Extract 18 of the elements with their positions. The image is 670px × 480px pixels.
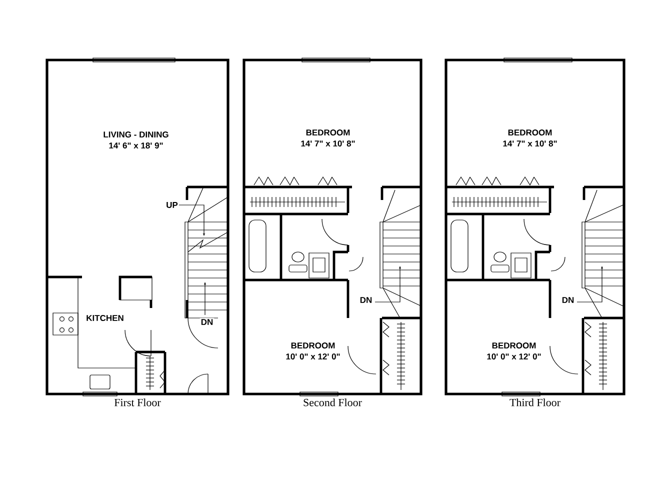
room-name: BEDROOM: [508, 130, 552, 136]
room-size: 10' 0" x 12' 0": [487, 354, 541, 360]
room-size: 10' 0" x 12' 0": [286, 354, 340, 360]
room-name: BEDROOM: [291, 342, 335, 348]
room-name: BEDROOM: [306, 130, 350, 136]
stair-label: DN: [201, 319, 213, 325]
room-size: 14' 6" x 18' 9": [109, 142, 163, 148]
floor-caption: Third Floor: [510, 398, 560, 406]
room-name: KITCHEN: [86, 315, 124, 321]
room-size: 14' 7" x 10' 8": [301, 140, 355, 146]
stair-label: DN: [360, 297, 372, 303]
floor-caption: Second Floor: [304, 398, 362, 406]
room-name: BEDROOM: [492, 342, 536, 348]
room-name: LIVING - DINING: [104, 132, 168, 138]
floor-caption: First Floor: [114, 398, 161, 406]
stair-label: DN: [562, 297, 574, 303]
room-size: 14' 7" x 10' 8": [503, 140, 557, 146]
stair-label: UP: [166, 202, 178, 208]
